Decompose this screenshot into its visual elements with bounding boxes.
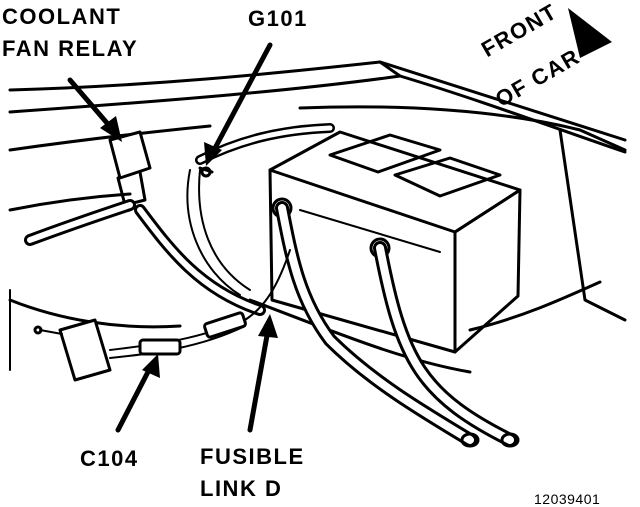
relay-arrowhead — [100, 116, 122, 142]
fusible-link-label-line2: LINK D — [200, 476, 283, 501]
connector-arrowhead — [142, 354, 160, 378]
coolant-fan-relay-label-line2: FAN RELAY — [2, 36, 139, 61]
fusible-link-arrowhead — [258, 314, 278, 338]
relay-leader-line — [67, 77, 116, 133]
fusible-link-label-line1: FUSIBLE — [200, 444, 305, 469]
front-of-car-arrow — [568, 8, 612, 58]
ground-leader-line — [211, 42, 273, 153]
battery — [268, 130, 522, 354]
ground-g101 — [198, 166, 214, 178]
ground-arrowhead — [204, 142, 222, 166]
battery-cables — [275, 201, 520, 448]
coolant-fan-relay-label-line1: COOLANT — [2, 4, 122, 29]
relay-harness — [24, 123, 335, 316]
fusible-link-and-connector — [33, 249, 291, 382]
fender-body-panels — [8, 60, 627, 374]
connector-leader-line — [115, 365, 153, 433]
c104-label: C104 — [80, 446, 139, 471]
g101-label: G101 — [248, 6, 308, 31]
figure-code: 12039401 — [534, 491, 601, 507]
fusible-link-leader-line — [247, 327, 271, 433]
